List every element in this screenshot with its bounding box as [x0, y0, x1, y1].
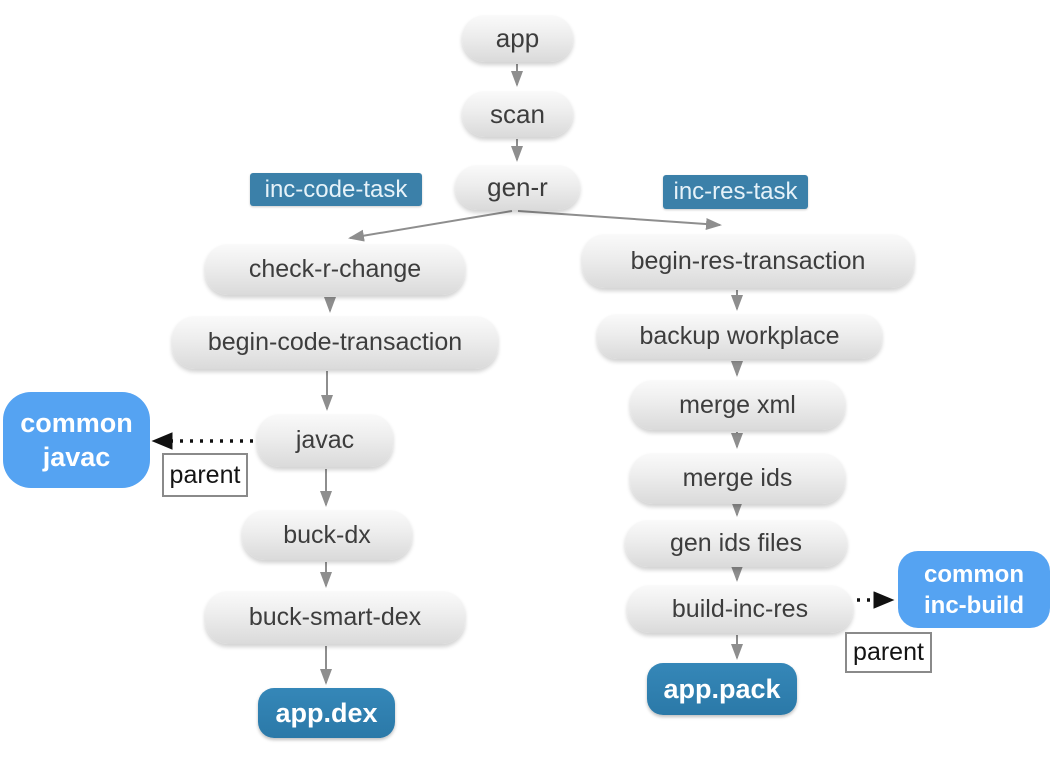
node-common-javac: common javac: [3, 392, 150, 488]
edge-genr-check: [348, 210, 513, 242]
node-begin-res-transaction: begin-res-transaction: [582, 234, 914, 288]
node-backup-workplace: backup workplace: [597, 314, 882, 359]
node-common-inc-build: common inc-build: [898, 551, 1050, 628]
node-app: app: [462, 15, 573, 62]
node-merge-ids: merge ids: [630, 453, 845, 504]
edge-genr-beginres: [517, 210, 722, 231]
parent-tag-right: parent: [845, 632, 932, 673]
node-begin-code-transaction: begin-code-transaction: [172, 316, 498, 369]
node-common-javac-line1: common: [20, 408, 133, 438]
node-buck-dx: buck-dx: [242, 510, 412, 560]
node-common-inc-build-line2: inc-build: [924, 591, 1024, 619]
node-build-inc-res: build-inc-res: [627, 585, 853, 633]
node-gen-ids-files: gen ids files: [625, 520, 847, 567]
node-app-dex: app.dex: [258, 688, 395, 738]
node-scan: scan: [462, 91, 573, 137]
node-app-pack: app.pack: [647, 663, 797, 715]
node-merge-xml: merge xml: [630, 380, 845, 430]
parent-tag-left: parent: [162, 453, 248, 497]
node-check-r-change: check-r-change: [205, 244, 465, 295]
node-common-inc-build-line1: common: [923, 560, 1024, 588]
node-common-javac-line2: javac: [42, 442, 111, 472]
node-buck-smart-dex: buck-smart-dex: [205, 591, 465, 644]
node-gen-r: gen-r: [455, 165, 580, 210]
node-javac: javac: [257, 414, 393, 467]
label-inc-code-task: inc-code-task: [250, 173, 422, 206]
label-inc-res-task: inc-res-task: [663, 175, 808, 209]
